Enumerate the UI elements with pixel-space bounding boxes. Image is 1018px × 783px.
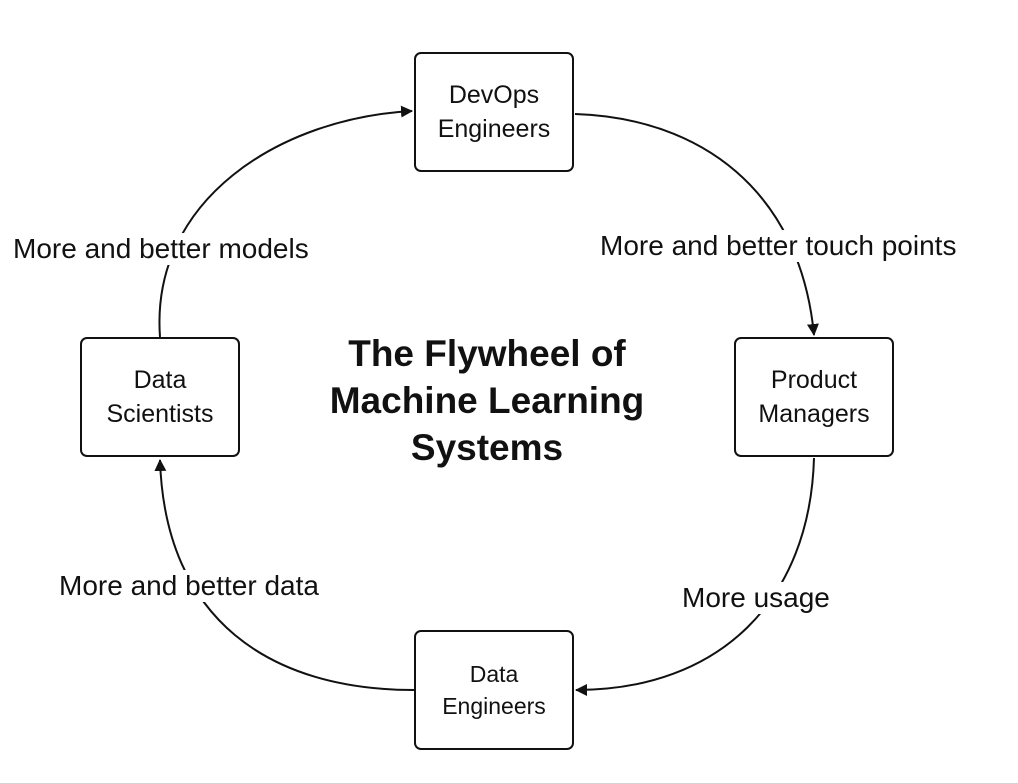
product-line-2: Managers [758, 400, 870, 428]
edge-label-more-usage: More usage [680, 582, 832, 614]
devops-line-1: DevOps [448, 81, 540, 109]
devops-engineers-node: DevOps Engineers [414, 52, 574, 172]
title-line-1: The Flywheel of [348, 333, 626, 374]
edge-data-engineers-to-data-scientists [154, 459, 415, 691]
title-line-3: Systems [410, 427, 564, 468]
edge-label-more-and-better-touch-points: More and better touch points [598, 230, 959, 262]
data-scientists-line-1: Data [133, 366, 187, 394]
edge-product-to-data-engineers [575, 457, 815, 696]
data-scientists-node: Data Scientists [80, 337, 240, 457]
edge-label-more-and-better-models: More and better models [11, 233, 311, 265]
product-managers-node: Product Managers [734, 337, 894, 457]
edge-label-more-and-better-data: More and better data [57, 570, 321, 602]
edge-devops-to-product [574, 113, 819, 336]
data-scientists-line-2: Scientists [106, 400, 214, 428]
product-line-1: Product [770, 366, 858, 394]
data-engineers-line-1: Data [469, 661, 519, 687]
devops-line-2: Engineers [437, 115, 551, 143]
diagram-title: The Flywheel of Machine Learning Systems [297, 330, 677, 471]
data-engineers-node: Data Engineers [414, 630, 574, 750]
title-line-2: Machine Learning [329, 380, 645, 421]
edge-data-scientists-to-devops [158, 105, 413, 338]
data-engineers-line-2: Engineers [442, 693, 546, 719]
